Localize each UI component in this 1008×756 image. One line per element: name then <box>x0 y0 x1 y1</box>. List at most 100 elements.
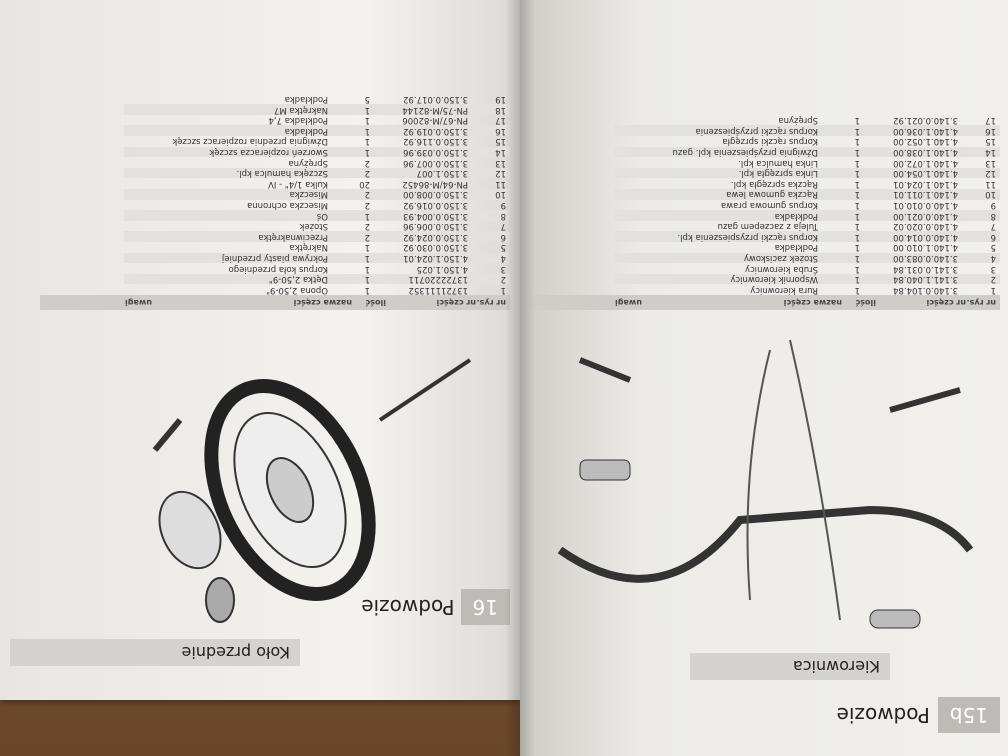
left-chapter-title: Koło przednie <box>10 639 300 666</box>
left-parts-table: nr rys. nr części ilość nazwa części uwa… <box>40 60 510 310</box>
right-chapter-bar: Kierownica <box>690 640 890 680</box>
table-cell: Stożek <box>299 221 328 232</box>
table-cell: 1 <box>364 115 370 126</box>
table-cell: 15 <box>985 136 996 147</box>
table-cell: PN-67/M-82006 <box>402 115 468 126</box>
table-cell: 5 <box>364 94 370 105</box>
table-cell: 3.150.0.024.92 <box>374 231 472 243</box>
table-cell: Korpus rączki sprzęgła <box>722 136 818 147</box>
table-cell: 4.140.1.072.00 <box>893 157 958 168</box>
table-cell: 3.150.0.030.92 <box>403 242 468 253</box>
table-cell: 20 <box>359 178 370 189</box>
table-cell: 1 <box>822 252 864 264</box>
table-cell: Oś <box>124 210 332 221</box>
table-cell: 4.140.1.054.00 <box>864 167 962 179</box>
table-cell: 12 <box>962 167 1000 179</box>
table-cell: 10 <box>962 189 1000 200</box>
table-cell: 3.150.0.004.93 <box>374 210 472 221</box>
table-cell: 1 <box>854 178 860 189</box>
table-cell: 13722220711 <box>374 273 472 285</box>
table-cell: 3.150.0.017.92 <box>403 94 468 105</box>
right-section-title: Podwozie <box>836 703 930 727</box>
table-cell: Sprężyna <box>288 157 328 168</box>
handlebar-exploded-drawing <box>557 339 974 629</box>
table-cell: 2 <box>962 273 1000 285</box>
table-cell: 3.140.0.083.00 <box>864 252 962 264</box>
table-cell: 2 <box>332 231 374 243</box>
table-cell: Podkładka 7,4 <box>268 115 328 126</box>
table-cell: Opona 2,50-9" <box>266 284 328 295</box>
table-cell: 1 <box>854 199 860 210</box>
table-cell: 3.140.0.021.92 <box>893 115 958 126</box>
col-nr-czesci: nr części <box>926 298 967 307</box>
table-cell: 1 <box>854 136 860 147</box>
col-uwagi: uwagi <box>615 298 642 307</box>
table-cell: 1 <box>854 115 860 126</box>
wheel-exploded-drawing <box>152 358 472 623</box>
table-cell: 3.150.0.007.96 <box>403 157 468 168</box>
table-cell: 11 <box>985 178 996 189</box>
table-cell: Rączka gumowa lewa <box>614 189 822 200</box>
table-cell: Podkładka <box>614 210 822 221</box>
table-cell: Pokrywa piasty przedniej <box>124 252 332 264</box>
table-cell: 1 <box>364 263 370 274</box>
table-cell: Sprężyna <box>778 115 818 126</box>
table-cell: 1 <box>822 146 864 158</box>
table-cell: 3.150.0.006.96 <box>403 221 468 232</box>
table-cell: 4 <box>962 252 1000 264</box>
table-cell: Przeciwnakrętka <box>124 231 332 243</box>
table-cell: 4.140.1.038.00 <box>864 146 962 158</box>
col-ilosc: ilość <box>855 298 876 307</box>
table-cell: 1 <box>332 273 374 285</box>
table-cell: 3.150.1.007 <box>374 167 472 179</box>
table-cell: 4.140.0.020.02 <box>893 221 958 232</box>
table-cell: 16 <box>962 125 1000 137</box>
right-section-heading: 15b Podwozie <box>790 690 1000 740</box>
table-cell: Rura kierownicy <box>750 284 818 295</box>
table-cell: 8 <box>962 210 1000 221</box>
table-cell: 4.140.0.021.00 <box>864 210 962 221</box>
table-cell: Nakrętka <box>289 242 328 253</box>
table-cell: Dźwignia przyśpieszenia kpl. gazu <box>614 146 822 158</box>
table-cell: 3.141.1.040.84 <box>864 273 962 285</box>
table-cell: 1 <box>364 136 370 147</box>
table-cell: 2 <box>332 189 374 200</box>
table-cell: Kulka 1/4" - IV <box>268 178 328 189</box>
table-cell: 1 <box>332 146 374 158</box>
table-cell: 13721111352 <box>408 284 469 295</box>
table-cell: 1 <box>822 273 864 285</box>
right-page: nr rys. nr części ilość nazwa części uwa… <box>520 0 1008 756</box>
left-section-heading: 16 Podwozie <box>361 589 510 625</box>
table-cell: Miseczka <box>124 189 332 200</box>
left-page: nr rys. nr części ilość nazwa części uwa… <box>0 0 520 700</box>
table-cell: 4.140.0.010.01 <box>893 199 958 210</box>
right-page-number: 15b <box>937 697 1000 733</box>
table-cell: Korpus rączki przyśpieszenia <box>614 125 822 137</box>
handlebar-diagram <box>540 320 990 640</box>
table-cell: 4.140.1.024.01 <box>893 178 958 189</box>
left-chapter-bar: Koło przednie <box>10 630 300 666</box>
table-cell: 1 <box>854 157 860 168</box>
table-cell: 4.140.1.010.00 <box>893 242 958 253</box>
